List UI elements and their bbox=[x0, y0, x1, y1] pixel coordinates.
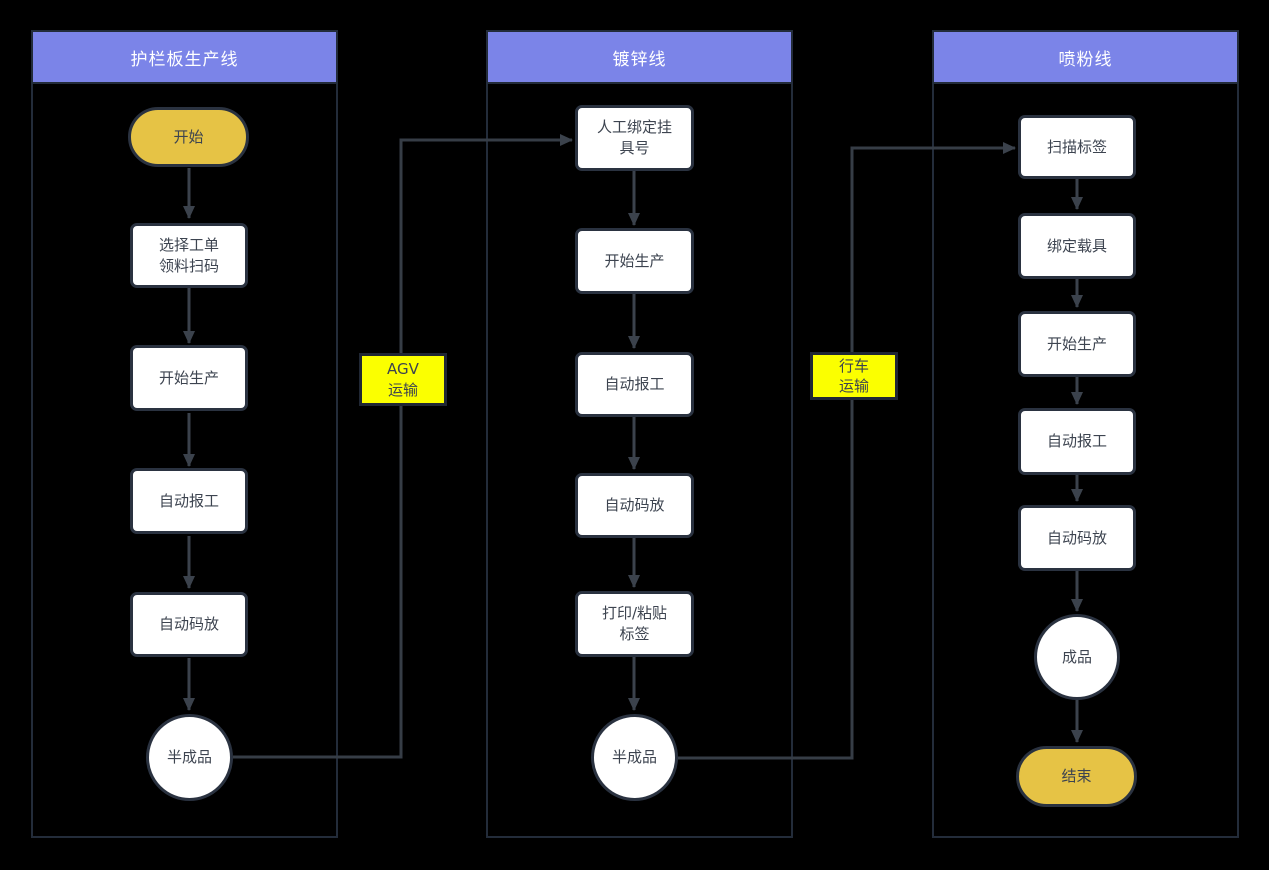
agv-transport-label: AGV 运输 bbox=[359, 353, 447, 406]
transport-label-text: 行车 运输 bbox=[838, 356, 869, 395]
node-auto-stacking-lane3: 自动码放 bbox=[1018, 505, 1136, 571]
node-label: 自动码放 bbox=[158, 615, 219, 633]
node-auto-stacking-lane1: 自动码放 bbox=[130, 592, 248, 657]
node-start: 开始 bbox=[128, 107, 249, 167]
node-bind-carrier: 绑定载具 bbox=[1018, 213, 1136, 279]
node-semifinished-lane1: 半成品 bbox=[146, 714, 233, 801]
node-label: 自动报工 bbox=[604, 375, 665, 393]
node-label: 自动码放 bbox=[604, 496, 665, 514]
node-label: 开始生产 bbox=[1046, 334, 1107, 353]
node-label: 人工绑定挂 具号 bbox=[596, 118, 672, 157]
node-auto-report-lane3: 自动报工 bbox=[1018, 408, 1136, 475]
lane-title: 喷粉线 bbox=[934, 32, 1237, 84]
node-print-paste-label: 打印/粘贴 标签 bbox=[575, 591, 694, 657]
node-auto-report-lane2: 自动报工 bbox=[575, 352, 694, 417]
node-bind-hanger-number: 人工绑定挂 具号 bbox=[575, 105, 694, 171]
node-auto-stacking-lane2: 自动码放 bbox=[575, 473, 694, 538]
node-scan-label: 扫描标签 bbox=[1018, 115, 1136, 179]
node-label: 开始生产 bbox=[604, 251, 665, 270]
node-semifinished-lane2: 半成品 bbox=[591, 714, 678, 801]
node-label: 绑定载具 bbox=[1046, 236, 1107, 255]
agv-transport-connector bbox=[233, 134, 573, 759]
node-label: 扫描标签 bbox=[1046, 137, 1107, 156]
crane-transport-label: 行车 运输 bbox=[810, 352, 898, 400]
lane-title: 镀锌线 bbox=[488, 32, 791, 84]
node-finished-product: 成品 bbox=[1034, 614, 1120, 700]
node-label: 打印/粘贴 标签 bbox=[601, 604, 668, 643]
crane-transport-connector bbox=[678, 142, 1016, 760]
lane-guardrail-production-line: 护栏板生产线 bbox=[31, 30, 338, 838]
node-label: 结束 bbox=[1061, 767, 1092, 785]
node-end: 结束 bbox=[1016, 746, 1137, 807]
node-label: 开始生产 bbox=[158, 368, 219, 387]
node-label: 成品 bbox=[1061, 647, 1092, 666]
node-label: 选择工单 领料扫码 bbox=[158, 235, 219, 275]
node-label: 半成品 bbox=[166, 748, 212, 766]
node-start-production-lane1: 开始生产 bbox=[130, 345, 248, 411]
lane-galvanizing-line: 镀锌线 bbox=[486, 30, 793, 838]
lane-title-text: 镀锌线 bbox=[612, 49, 667, 70]
node-label: 自动码放 bbox=[1046, 528, 1107, 547]
lane-title-text: 护栏板生产线 bbox=[130, 49, 239, 70]
lane-powder-coating-line: 喷粉线 bbox=[932, 30, 1239, 838]
node-label: 自动报工 bbox=[158, 491, 219, 510]
node-label: 半成品 bbox=[611, 748, 657, 766]
lane-title-text: 喷粉线 bbox=[1058, 49, 1113, 70]
node-start-production-lane3: 开始生产 bbox=[1018, 311, 1136, 377]
node-label: 开始 bbox=[173, 127, 204, 146]
node-auto-report-lane1: 自动报工 bbox=[130, 468, 248, 534]
transport-label-text: AGV 运输 bbox=[387, 360, 419, 399]
node-start-production-lane2: 开始生产 bbox=[575, 228, 694, 294]
node-label: 自动报工 bbox=[1046, 432, 1107, 450]
lane-title: 护栏板生产线 bbox=[33, 32, 336, 84]
node-select-workorder-scan: 选择工单 领料扫码 bbox=[130, 223, 248, 288]
